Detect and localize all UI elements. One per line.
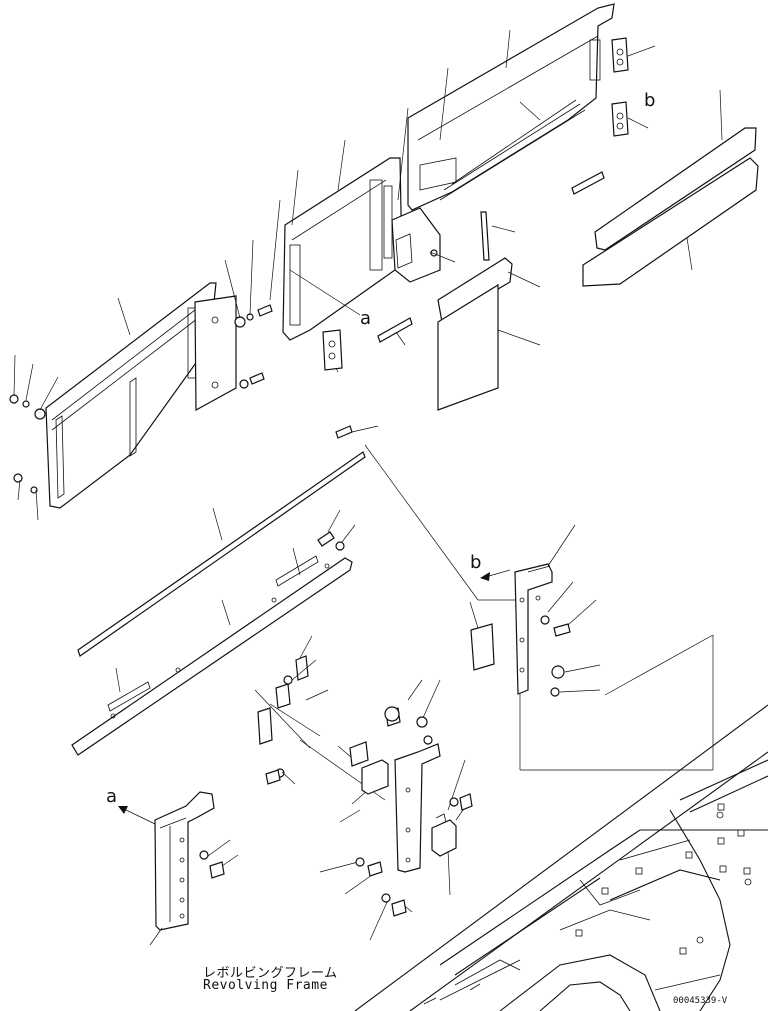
bolt-group-middle — [317, 531, 345, 551]
rubber-rod — [480, 211, 490, 261]
ref-letter-b-bracket: b — [470, 552, 481, 573]
leader-lines-upper — [13, 29, 723, 601]
pad-b — [470, 623, 495, 671]
bracket-center — [394, 743, 441, 873]
drawing-number: 00045339-V — [673, 996, 728, 1006]
leader-lines-a — [118, 806, 239, 946]
ref-letter-b-top: b — [644, 90, 655, 111]
leader-lines-lower — [254, 635, 471, 941]
ref-letter-a-bracket: a — [106, 786, 117, 807]
rubber-strip-a — [377, 317, 413, 343]
middle-side-cover — [282, 157, 403, 341]
pad-center — [349, 741, 389, 795]
revolving-frame — [354, 704, 768, 1011]
rear-side-cover — [407, 3, 615, 211]
front-side-cover — [45, 282, 217, 509]
bolt-group-center — [355, 706, 473, 917]
latch-middle — [322, 329, 343, 371]
foam-block — [437, 257, 513, 411]
foam-pad-long — [582, 127, 759, 287]
side-plate — [194, 295, 237, 412]
latch-upper — [611, 37, 629, 73]
canister — [431, 813, 457, 857]
caption-english: Revolving Frame — [203, 978, 328, 993]
arrow-b — [480, 569, 511, 581]
bracket-a — [154, 791, 225, 931]
leader-lines-middle — [115, 507, 356, 693]
long-bar-lower — [71, 555, 353, 756]
bolt-group-b — [540, 615, 571, 697]
leader-lines-b — [469, 524, 714, 771]
latch-lower — [611, 101, 629, 137]
small-bracket-left — [257, 655, 309, 785]
ref-letter-a-top: a — [360, 308, 371, 329]
cover-plate — [391, 207, 441, 283]
rubber-strip-right — [571, 171, 605, 195]
long-bar-upper — [77, 451, 366, 657]
caption-japanese: レボルビングフレーム — [203, 966, 338, 981]
bracket-b — [514, 563, 553, 695]
